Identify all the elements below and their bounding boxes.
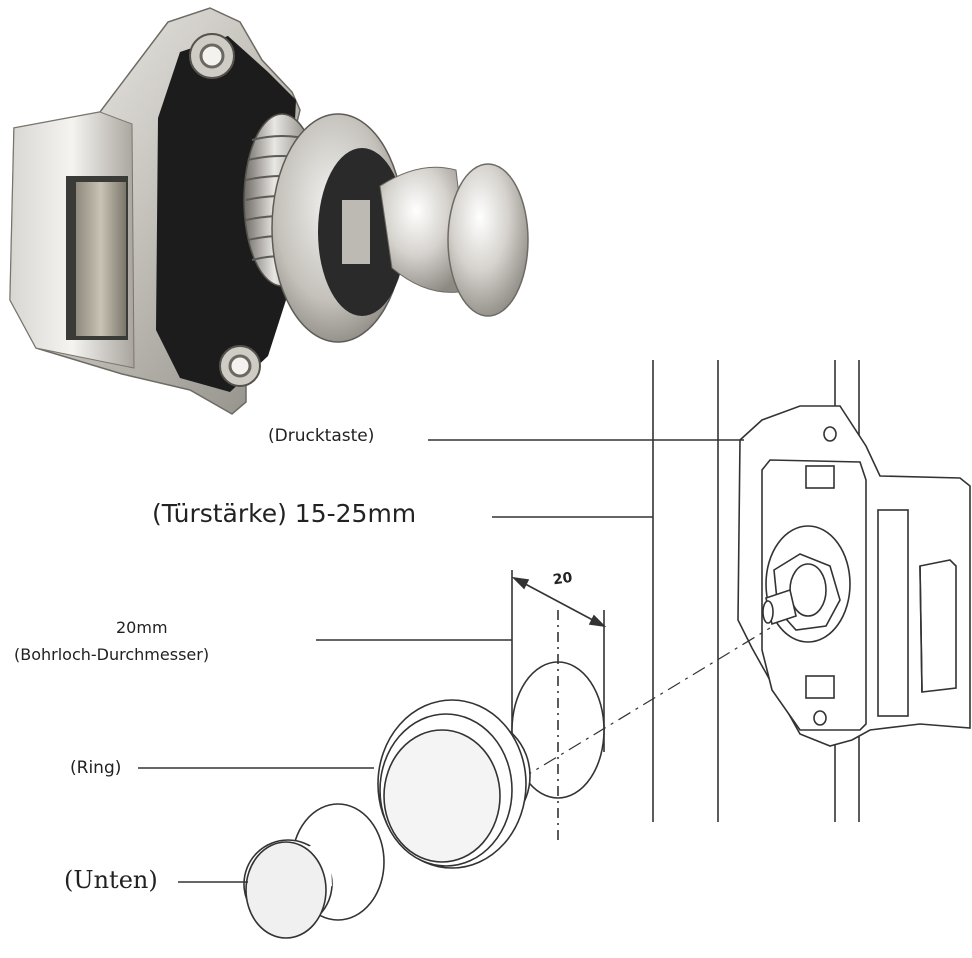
lock-photo <box>9 7 529 415</box>
knob-drawing <box>243 803 385 939</box>
ring-drawing <box>377 699 531 869</box>
dimension-20 <box>511 576 607 628</box>
bore-description-label: (Bohrloch-Durchmesser) <box>14 645 210 664</box>
dimension-value: 20 <box>551 569 574 589</box>
drucktaste-label: (Drucktaste) <box>268 426 375 446</box>
ring-label: (Ring) <box>70 758 122 778</box>
lock-housing-drawing <box>737 405 971 747</box>
door-thickness-label: (Türstärke) 15-25mm <box>152 499 417 528</box>
drill-hole-drawing <box>511 570 605 840</box>
bore-size-label: 20mm <box>116 618 168 637</box>
technical-drawing <box>138 360 971 939</box>
unten-label: (Unten) <box>64 866 158 894</box>
leader-lines <box>138 439 744 883</box>
